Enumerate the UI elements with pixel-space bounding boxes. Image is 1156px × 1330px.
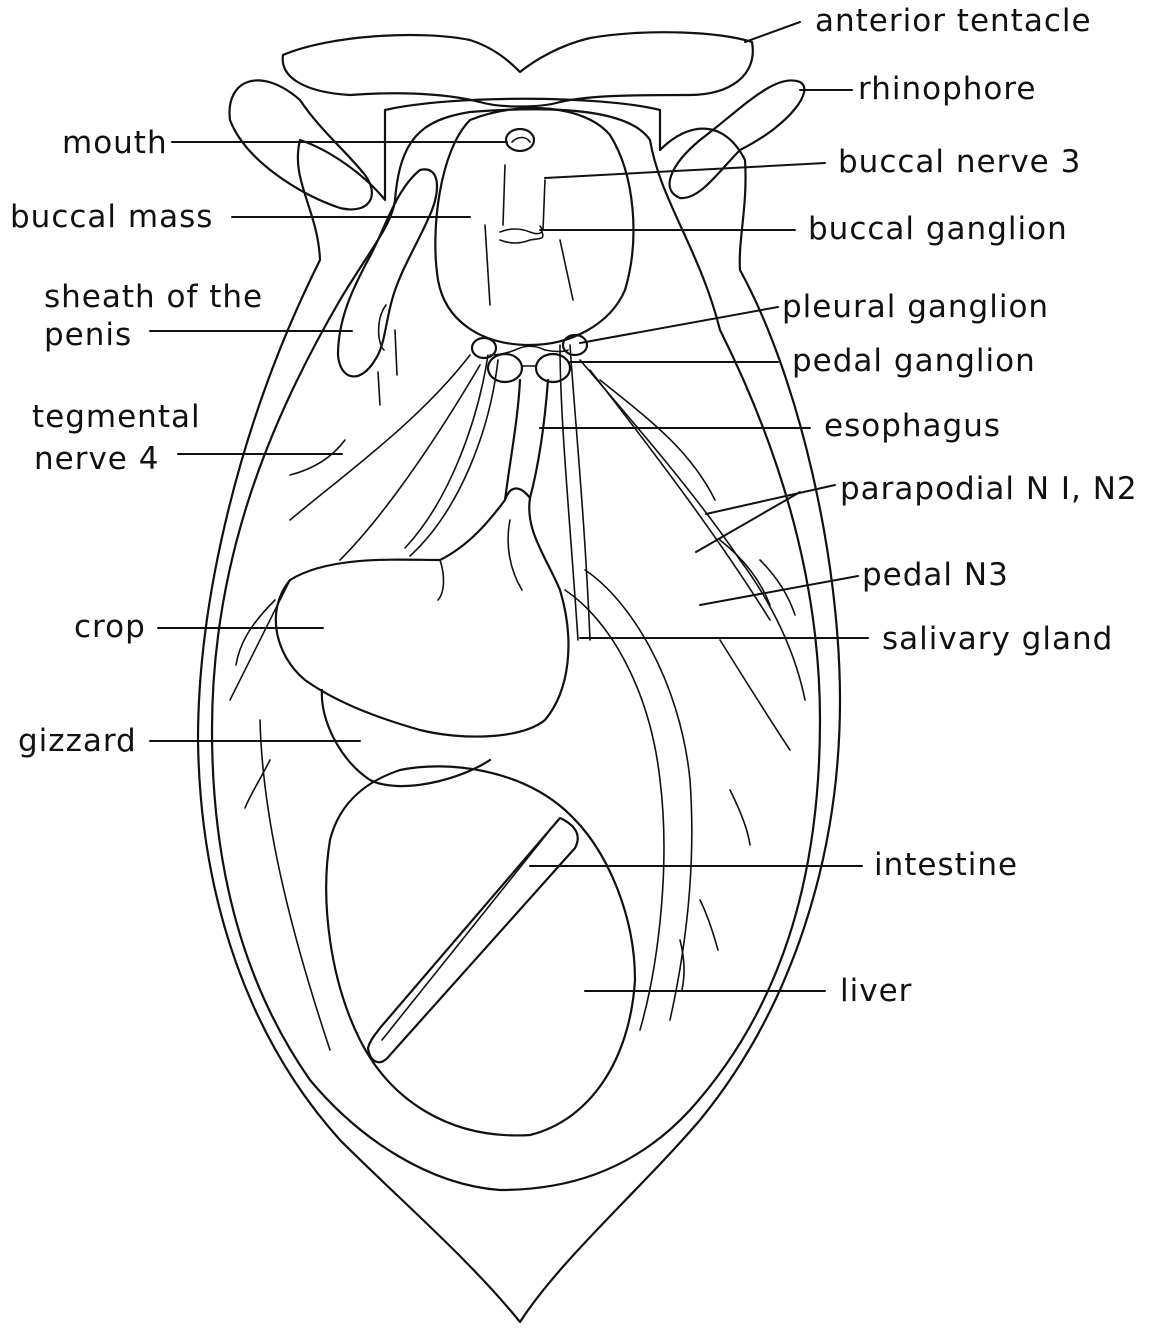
label-buccal-nerve-3: buccal nerve 3 <box>838 143 1081 181</box>
label-buccal-ganglion: buccal ganglion <box>808 210 1068 248</box>
label-pedal-ganglion: pedal ganglion <box>792 342 1036 380</box>
label-mouth: mouth <box>62 124 168 162</box>
label-sheath-of-penis-line1: sheath of the <box>44 278 263 316</box>
label-tegmental-nerve-line1: tegmental <box>32 398 201 436</box>
label-tegmental-nerve-line2: nerve 4 <box>34 440 159 478</box>
mantle-outline <box>212 109 820 1190</box>
pleural-ganglion-right <box>563 335 587 355</box>
label-pleural-ganglion: pleural ganglion <box>782 288 1049 326</box>
label-rhinophore: rhinophore <box>858 70 1037 108</box>
intestine <box>368 818 578 1062</box>
label-anterior-tentacle: anterior tentacle <box>815 2 1092 40</box>
liver <box>326 766 635 1135</box>
leader-lines <box>150 22 868 991</box>
pedal-ganglion-right <box>536 354 570 382</box>
rhinophore-right <box>670 80 805 198</box>
label-salivary-gland: salivary gland <box>882 620 1113 658</box>
esophagus <box>505 380 548 500</box>
label-pedal-n3: pedal N3 <box>862 556 1009 594</box>
label-sheath-of-penis-line2: penis <box>44 316 132 354</box>
crop <box>276 488 569 736</box>
mouth-opening <box>506 129 534 151</box>
anterior-tentacle <box>283 32 753 106</box>
label-liver: liver <box>840 972 912 1010</box>
rhinophore-left <box>230 80 372 209</box>
label-parapodial: parapodial N I, N2 <box>840 470 1138 508</box>
label-intestine: intestine <box>874 846 1018 884</box>
label-gizzard: gizzard <box>18 722 137 760</box>
label-crop: crop <box>74 608 146 646</box>
pedal-ganglion-left <box>488 354 522 382</box>
body-outline <box>198 99 840 1322</box>
label-esophagus: esophagus <box>824 407 1001 445</box>
label-buccal-mass: buccal mass <box>10 198 213 236</box>
penis-sheath <box>338 169 437 376</box>
